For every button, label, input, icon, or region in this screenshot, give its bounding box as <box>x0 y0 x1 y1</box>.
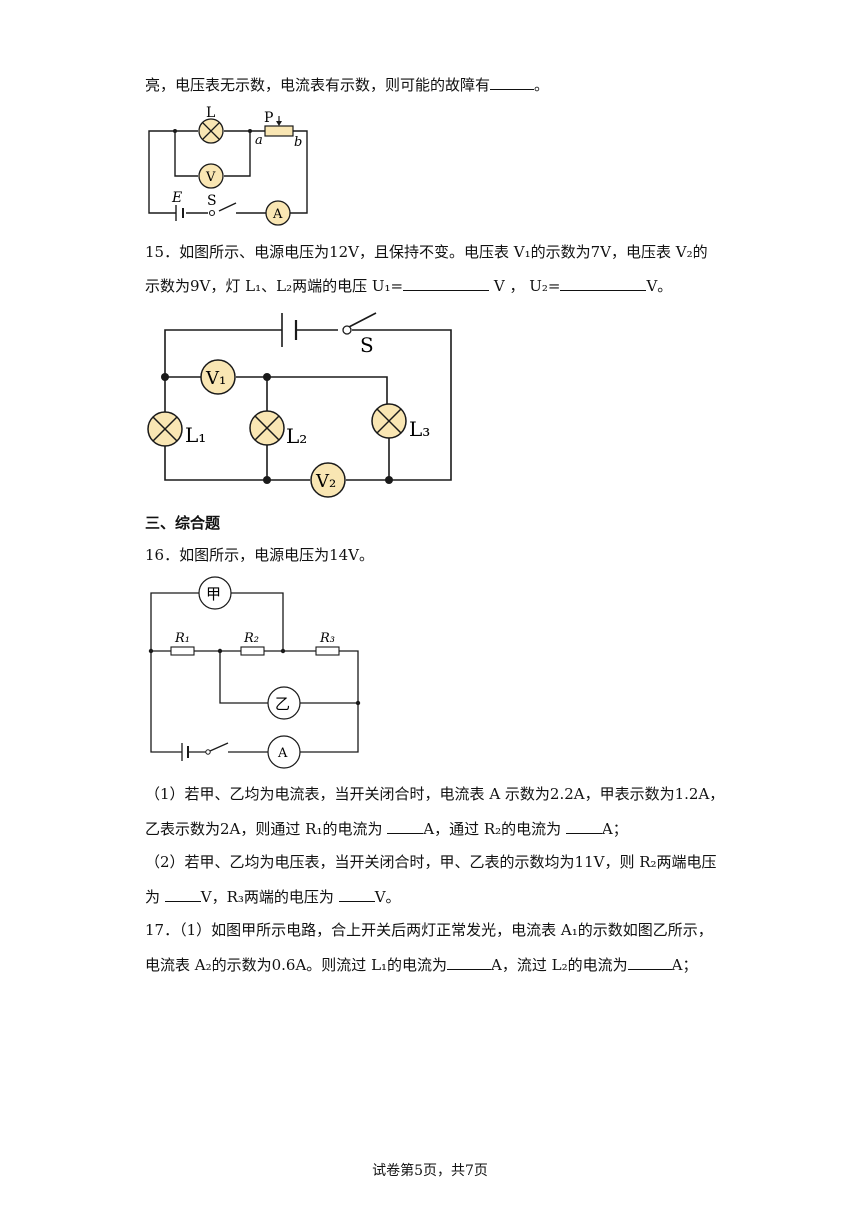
answer-blank[interactable] <box>338 886 375 902</box>
q14-text: 亮，电压表无示数，电流表有示数，则可能的故障有。 <box>145 74 550 94</box>
resistor-r1-label: R₁ <box>174 631 190 646</box>
voltmeter-v2-label: V₂ <box>315 471 336 492</box>
answer-blank[interactable] <box>164 886 201 902</box>
lamp-label: L <box>206 105 215 121</box>
meter-yi-label: 乙 <box>275 695 290 713</box>
answer-blank[interactable] <box>403 275 490 291</box>
terminal-b-label: b <box>294 135 302 150</box>
answer-blank[interactable] <box>560 275 647 291</box>
q15-line1: 15．如图所示、电源电压为12V，且保持不变。电压表 V₁的示数为7V，电压表 … <box>145 243 708 261</box>
switch-label: S <box>360 333 374 357</box>
section-heading: 三、综合题 <box>145 514 221 532</box>
meter-jia-label: 甲 <box>206 585 221 603</box>
q16-part1-line1: （1）若甲、乙均为电流表，当开关闭合时，电流表 A 示数为2.2A，甲表示数为1… <box>145 785 725 803</box>
answer-blank[interactable] <box>490 74 535 90</box>
q16-part1-line2: 乙表示数为2A，则通过 R₁的电流为 A，通过 R₂的电流为 A； <box>145 818 628 838</box>
q16-intro: 16．如图所示，电源电压为14V。 <box>145 546 375 564</box>
q17-line1: 17．（1）如图甲所示电路，合上开关后两灯正常发光，电流表 A₁的示数如图乙所示… <box>145 921 713 939</box>
terminal-a-label: a <box>255 133 263 148</box>
ammeter-label: A <box>272 207 283 222</box>
voltmeter-v1-label: V₁ <box>205 368 226 389</box>
resistor-r2-label: R₂ <box>243 631 259 646</box>
lamp-l1-label: L₁ <box>185 423 206 447</box>
ammeter-label: A <box>277 746 288 761</box>
voltmeter-label: V <box>205 170 216 185</box>
answer-blank[interactable] <box>387 818 424 834</box>
q16-part2-line2: 为 V，R₃两端的电压为 V。 <box>145 886 401 906</box>
answer-blank[interactable] <box>447 954 492 970</box>
switch-label: S <box>207 193 217 209</box>
answer-blank[interactable] <box>565 818 602 834</box>
lamp-l2-label: L₂ <box>286 424 307 448</box>
answer-blank[interactable] <box>627 954 672 970</box>
page-footer: 试卷第5页，共7页 <box>372 1163 488 1179</box>
source-label: E <box>171 190 182 206</box>
q16-part2-line1: （2）若甲、乙均为电压表，当开关闭合时，甲、乙表的示数均为11V，则 R₂两端电… <box>145 853 717 871</box>
slider-label: P <box>264 110 273 126</box>
lamp-l3-label: L₃ <box>409 417 430 441</box>
resistor-r3-label: R₃ <box>319 631 335 646</box>
q15-line2: 示数为9V，灯 L₁、L₂两端的电压 U₁= V ， U₂=V。 <box>145 275 673 295</box>
